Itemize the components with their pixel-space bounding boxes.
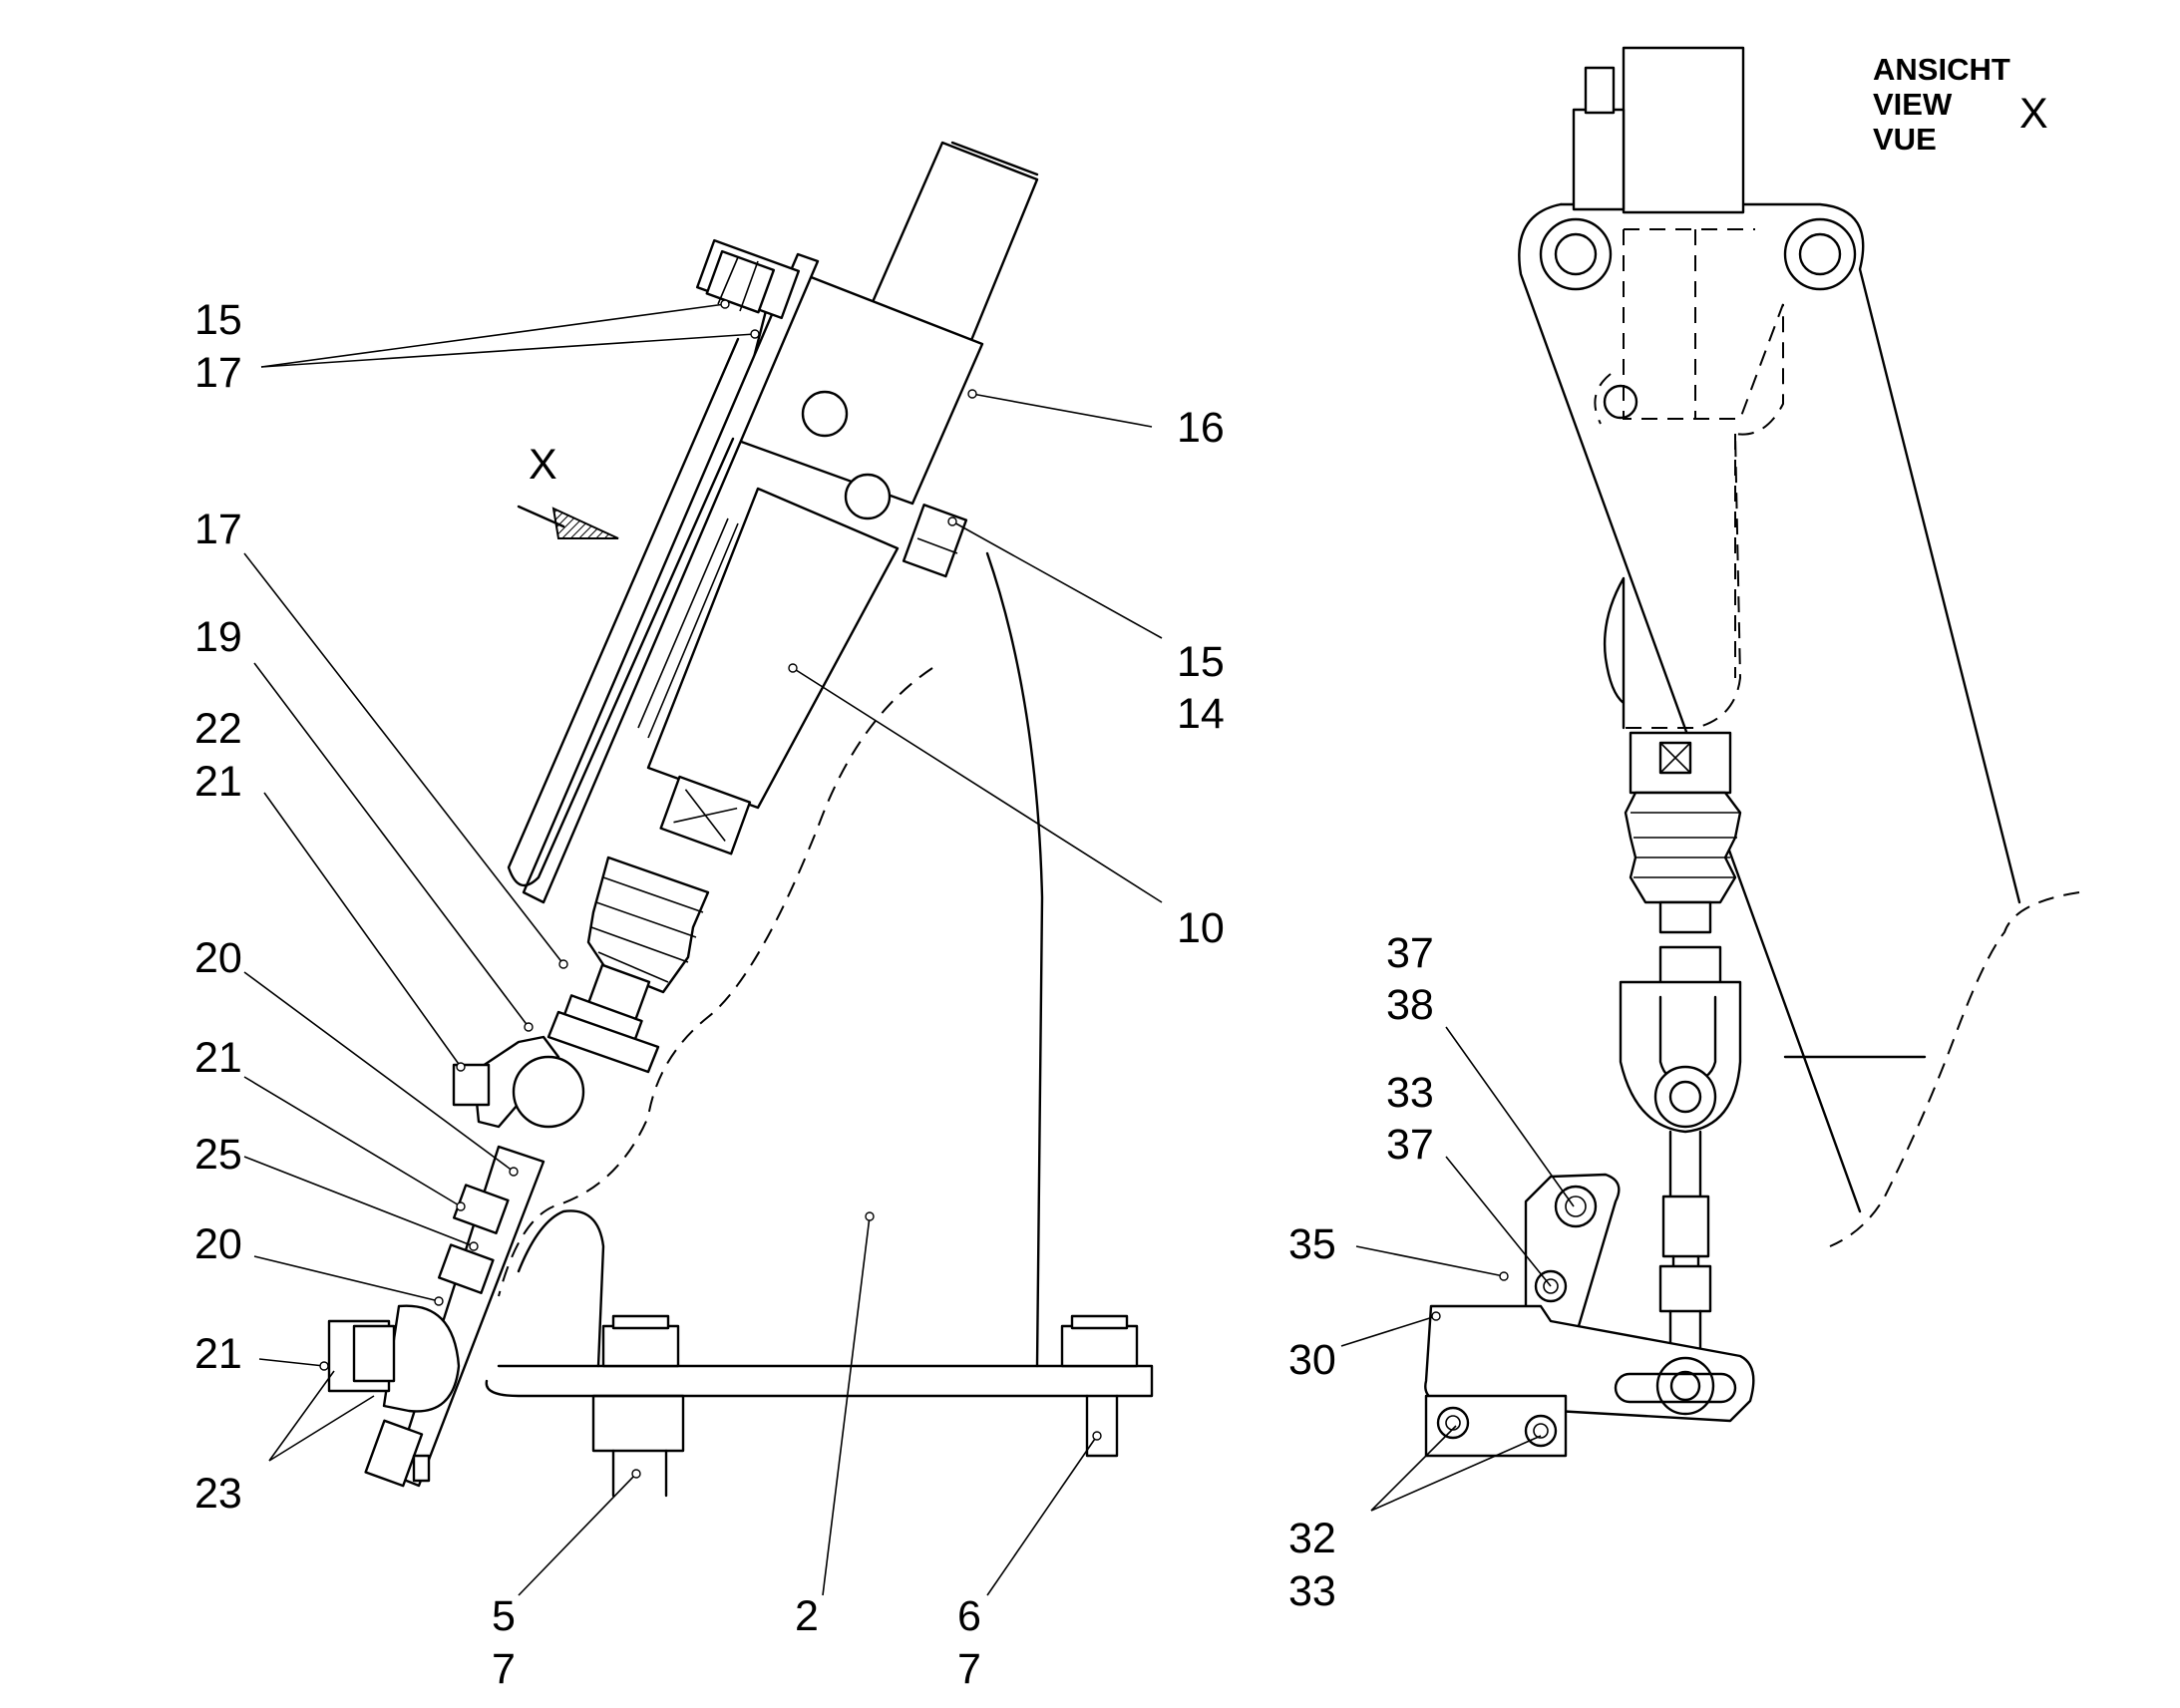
callout-10: 10 [1177,904,1225,952]
title-line-vue: VUE [1873,122,1937,157]
arrow-label-x: X [529,441,557,489]
bellows-front [1624,791,1742,904]
callout-6: 6 [957,1592,981,1640]
leader-lines-right [1340,1026,1575,1512]
main-assembly-view: X [327,141,1154,1498]
callout-20: 20 [194,934,242,982]
callout-33: 33 [1288,1567,1336,1615]
mounting-plate [1559,202,2021,904]
long-slot-plate [507,337,740,887]
callouts-left: 15 17 16 17 19 22 21 15 14 10 20 21 25 2… [194,296,1225,1693]
base-plate [485,1364,1154,1398]
callouts-right: 37 38 33 37 35 30 32 33 [1288,929,1434,1615]
callout-7: 7 [957,1645,981,1693]
callout-21: 21 [194,758,242,806]
view-x-arrow: X [517,441,619,539]
callout-21: 21 [194,1330,242,1378]
cylinder-body [646,487,900,810]
callout-17: 17 [194,349,242,397]
callout-25: 25 [194,1131,242,1179]
view-x-assembly [1424,46,2080,1458]
callout-16: 16 [1177,404,1225,452]
view-title: ANSICHT VIEW VUE X [1873,52,2048,157]
clevis-assembly [327,1035,585,1488]
callout-2: 2 [795,1592,819,1640]
callout-5: 5 [492,1592,516,1640]
callout-14: 14 [1177,690,1225,738]
top-bolt-cluster [695,238,801,320]
callout-33: 33 [1386,1069,1434,1117]
right-bolt-cluster [902,504,968,578]
bracket-outline [985,551,1044,1368]
callout-19: 19 [194,613,242,661]
callout-37: 37 [1386,929,1434,977]
title-letter-x: X [2019,90,2048,138]
callout-37: 37 [1386,1121,1434,1169]
callout-22: 22 [194,705,242,753]
leader-dots-right [1431,1271,1509,1321]
leader-lines-left [243,303,1163,1596]
callout-7: 7 [492,1645,516,1693]
callout-17: 17 [194,506,242,553]
callout-20: 20 [194,1220,242,1268]
leader-dots-left [319,299,1102,1479]
cylinder-top [1622,46,1745,214]
master-cylinder [507,141,1039,1074]
title-line-view: VIEW [1873,87,1953,122]
title-line-ansicht: ANSICHT [1873,52,2010,87]
base-bolt-left [591,1314,685,1498]
callout-32: 32 [1288,1515,1336,1562]
callout-23: 23 [194,1470,242,1518]
callout-15: 15 [194,296,242,344]
callout-21: 21 [194,1034,242,1082]
bracket-inner-edge [517,1209,605,1368]
callout-35: 35 [1288,1220,1336,1268]
base-bolt-right [1060,1314,1139,1458]
callout-15: 15 [1177,638,1225,686]
callout-38: 38 [1386,981,1434,1029]
bracket-dashed-contour [498,667,933,1297]
callout-30: 30 [1288,1336,1336,1384]
